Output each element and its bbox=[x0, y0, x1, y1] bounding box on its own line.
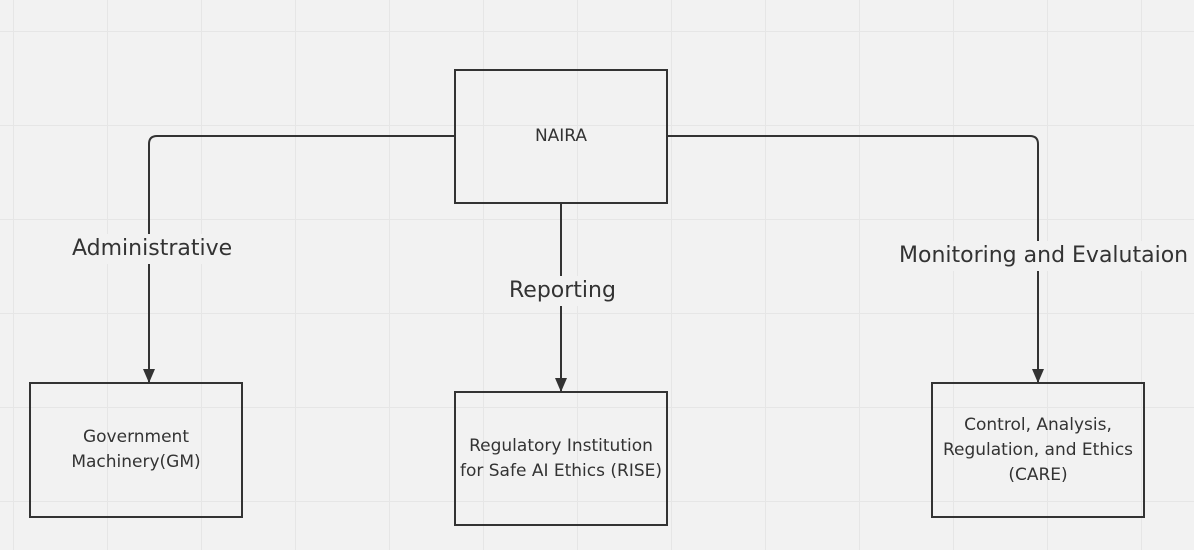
node-care-line-2: Regulation, and Ethics bbox=[942, 439, 1134, 460]
node-rise-line-1: Regulatory Institution bbox=[469, 435, 653, 456]
node-rise-label: Regulatory Institution for Safe AI Ethic… bbox=[460, 434, 662, 484]
connector-monitoring bbox=[667, 135, 1044, 383]
edge-label-monitoring: Monitoring and Evalutaion bbox=[896, 241, 1192, 271]
node-government-machinery-line-2: Machinery(GM) bbox=[71, 452, 201, 472]
connector-administrative bbox=[143, 135, 455, 383]
node-care-line-3: (CARE) bbox=[1008, 464, 1068, 485]
edge-label-reporting: Reporting bbox=[506, 276, 619, 306]
node-government-machinery[interactable]: Government Machinery(GM) bbox=[29, 382, 243, 518]
node-rise-line-2: for Safe AI Ethics (RISE) bbox=[459, 460, 663, 481]
node-rise[interactable]: Regulatory Institution for Safe AI Ethic… bbox=[454, 391, 668, 526]
node-government-machinery-line-1: Government bbox=[82, 427, 189, 447]
node-government-machinery-label: Government Machinery(GM) bbox=[71, 425, 200, 475]
edge-label-administrative: Administrative bbox=[69, 234, 236, 264]
node-care-line-1: Control, Analysis, bbox=[964, 414, 1112, 435]
node-naira-label: NAIRA bbox=[534, 126, 588, 146]
node-care[interactable]: Control, Analysis, Regulation, and Ethic… bbox=[931, 382, 1145, 518]
node-naira[interactable]: NAIRA bbox=[454, 69, 668, 204]
node-care-label: Control, Analysis, Regulation, and Ethic… bbox=[943, 413, 1133, 488]
